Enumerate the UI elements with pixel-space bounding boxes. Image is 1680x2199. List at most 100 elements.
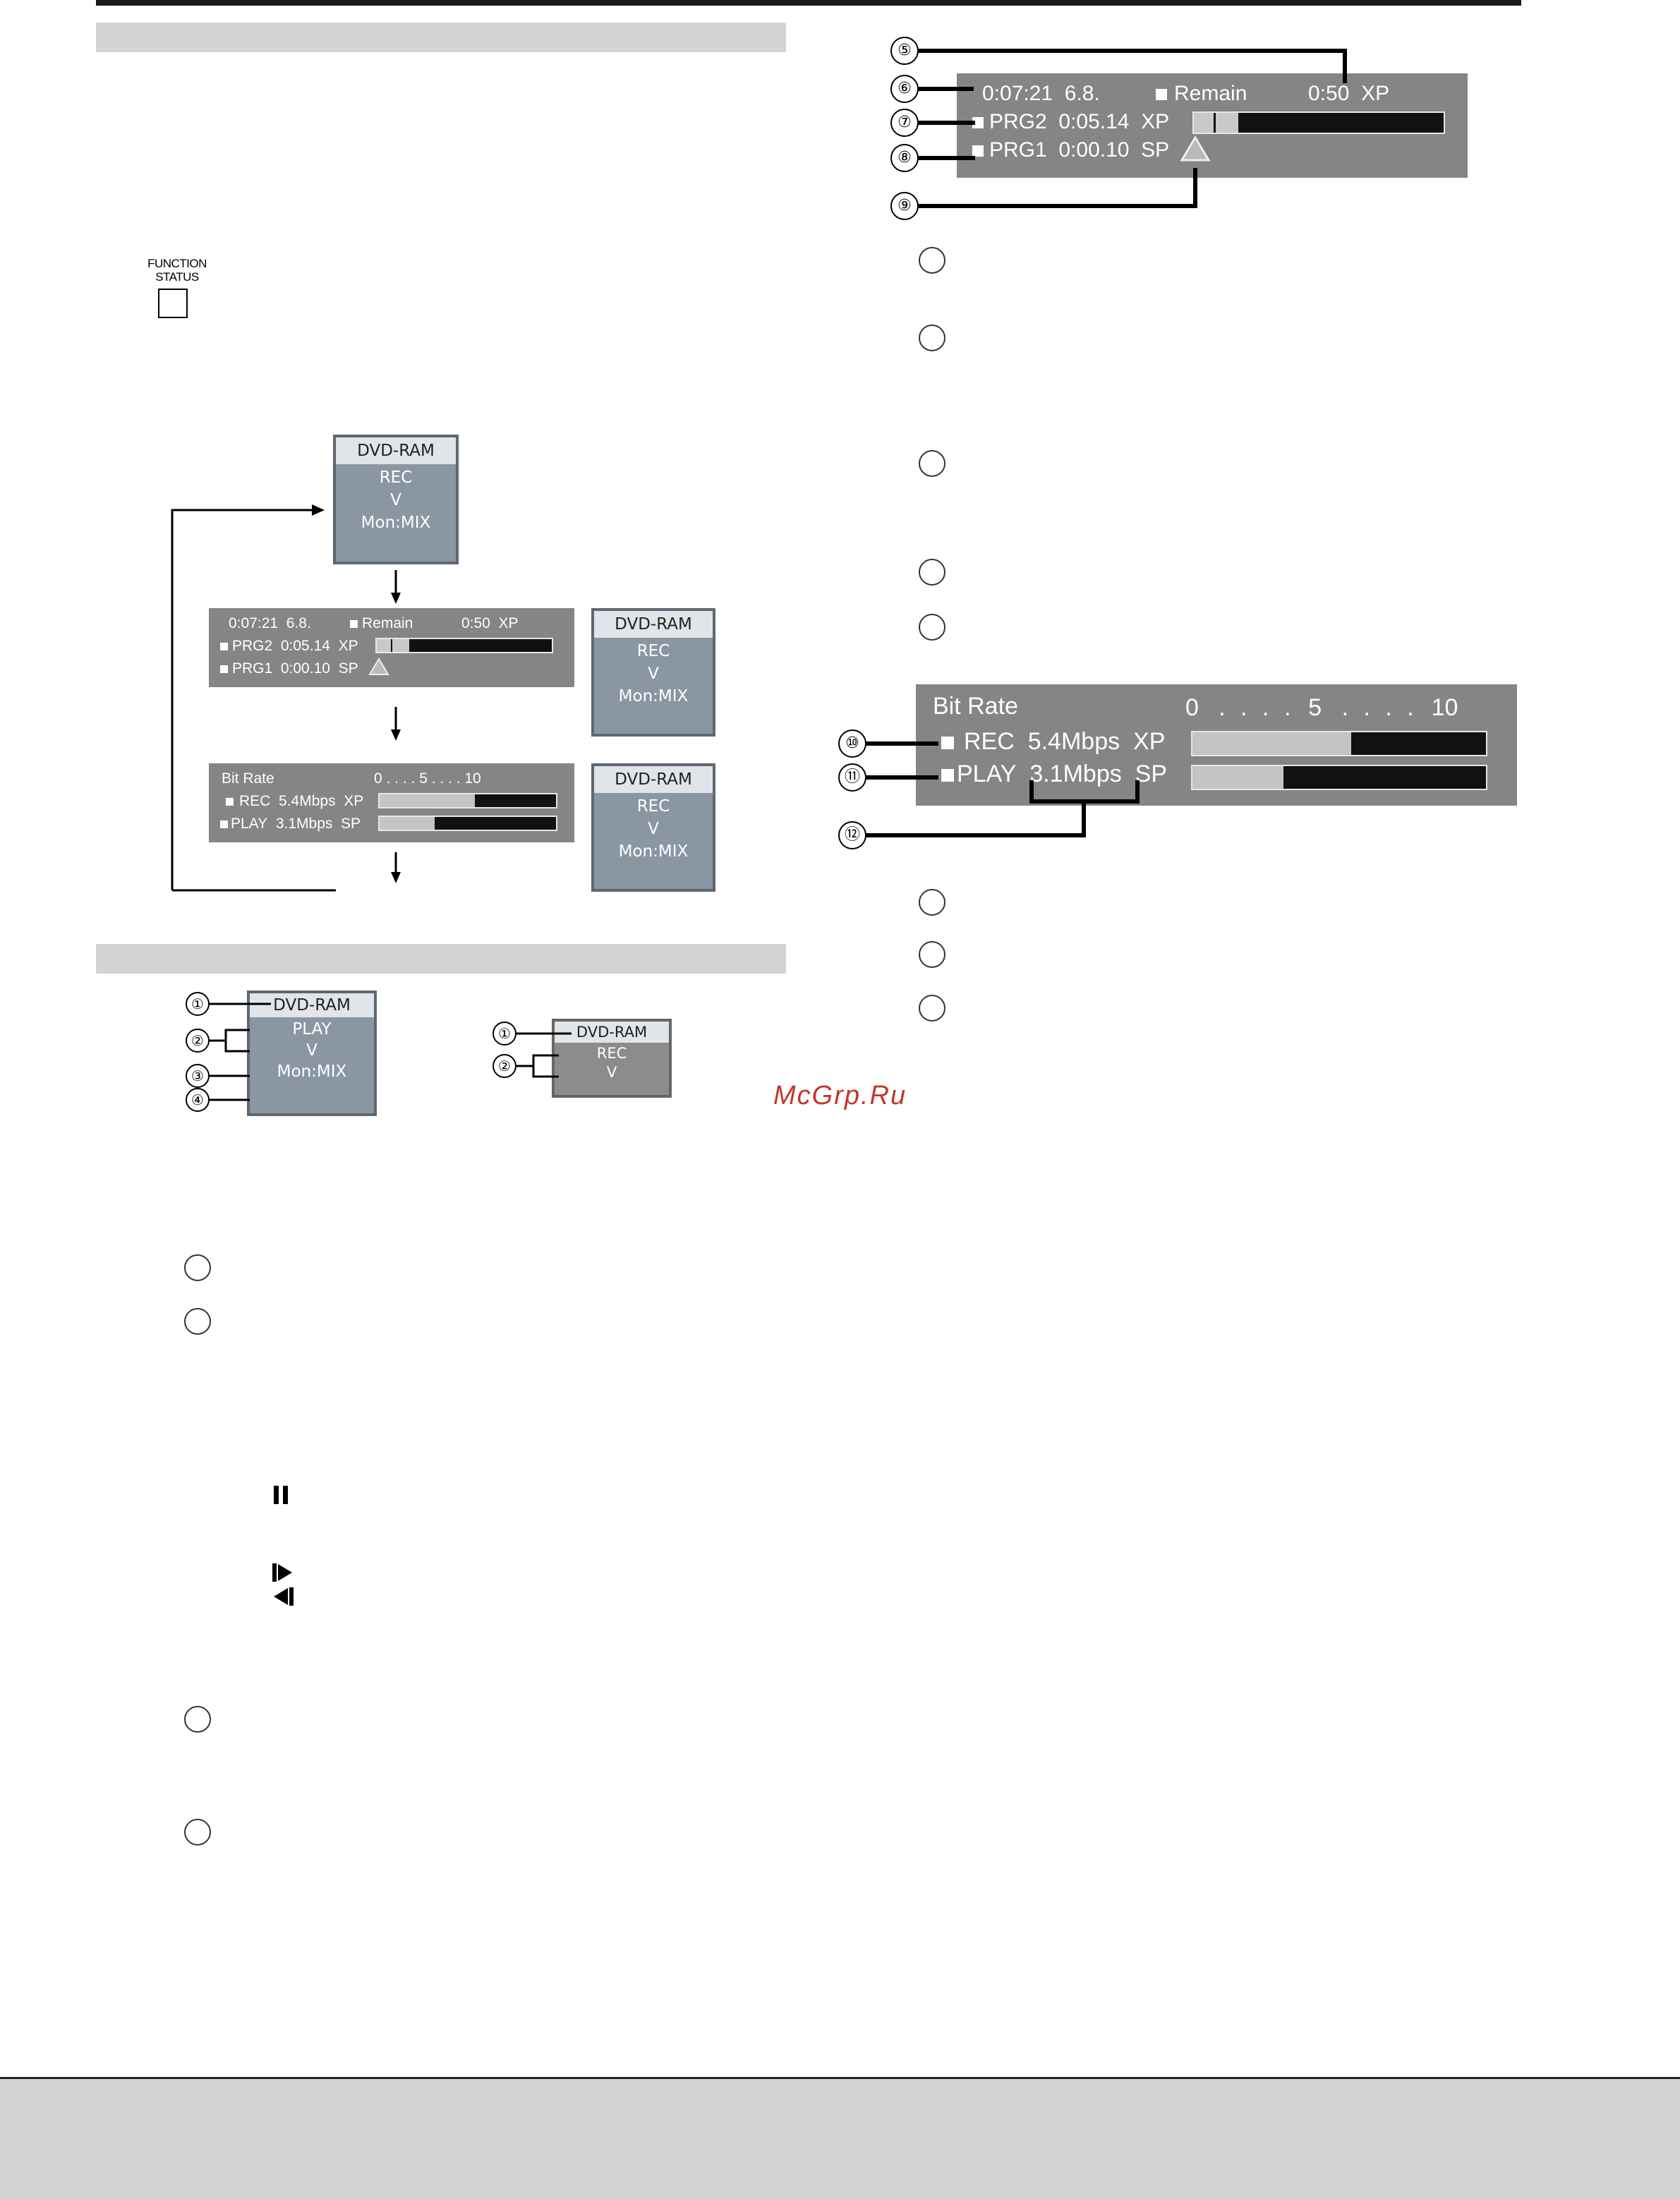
flow-remain: Remain bbox=[350, 615, 413, 632]
callout-6: ⑥ bbox=[890, 75, 919, 103]
display-rec-mode: REC bbox=[596, 1045, 627, 1062]
status-detail-position-marker-icon bbox=[1180, 135, 1211, 162]
status-detail-prg2-mode: XP bbox=[1141, 110, 1170, 133]
bullet-circle bbox=[919, 995, 945, 1022]
bullet-circle bbox=[184, 1254, 211, 1281]
callout-4: ④ bbox=[186, 1088, 210, 1112]
flow-play-rate: 3.1Mbps bbox=[275, 816, 333, 832]
callout-11: ⑪ bbox=[838, 763, 866, 792]
flow-rec-label: REC bbox=[239, 793, 271, 809]
callout-7: ⑦ bbox=[890, 109, 919, 137]
section-header-bar-1 bbox=[96, 23, 786, 52]
flow-play-mode: SP bbox=[341, 816, 361, 832]
bitrate-detail-scale: 0 . . . . 5 . . . . 10 bbox=[1185, 694, 1458, 722]
flow-play-row: PLAY 3.1Mbps SP bbox=[220, 816, 361, 832]
flow-remain-label: Remain bbox=[362, 615, 413, 631]
pause-icon bbox=[274, 1486, 288, 1504]
status-detail-prg1-time: 0:00.10 bbox=[1058, 138, 1130, 162]
bitrate-rec-label: REC bbox=[964, 728, 1015, 755]
bitrate-detail-rec: REC 5.4Mbps XP bbox=[941, 728, 1165, 756]
bitrate-rec-bar bbox=[1191, 731, 1487, 756]
flow-position-marker-icon bbox=[368, 658, 389, 675]
flow-status-osd: 0:07:21 6.8. Remain 0:50 XP PRG2 0:05.14… bbox=[209, 608, 574, 687]
status-osd-detail: 0:07:21 6.8. Remain 0:50 XP PRG2 0:05.14… bbox=[957, 73, 1468, 178]
bullet-circle bbox=[184, 1819, 211, 1846]
display-play-monitor: Mon:MIX bbox=[277, 1062, 347, 1081]
status-detail-prg1: PRG1 0:00.10 SP bbox=[972, 138, 1169, 162]
callout-5: ⑤ bbox=[890, 37, 919, 65]
flow-bitrate-scale: 0 . . . . 5 . . . . 10 bbox=[374, 770, 481, 787]
flow-prg1-row: PRG1 0:00.10 SP bbox=[220, 660, 358, 677]
function-label: FUNCTION bbox=[147, 257, 207, 270]
flow-arrows bbox=[171, 504, 401, 892]
status-detail-progress-bar bbox=[1192, 111, 1445, 134]
bitrate-play-mode: SP bbox=[1135, 761, 1167, 787]
flow-box-a: DVD-RAM REC V Mon:MIX bbox=[333, 435, 459, 564]
bullet-circle bbox=[919, 889, 945, 916]
bitrate-play-bar bbox=[1191, 765, 1487, 790]
display-box-rec: DVD-RAM REC V bbox=[552, 1019, 672, 1098]
flow-box-a-channel: V bbox=[390, 491, 401, 509]
status-detail-date: 6.8. bbox=[1064, 82, 1100, 105]
callout-3: ③ bbox=[186, 1064, 210, 1088]
flow-play-label: PLAY bbox=[231, 816, 268, 832]
bitrate-rec-marker bbox=[941, 737, 954, 749]
bullet-circle bbox=[919, 247, 945, 274]
flow-rec-rate: 5.4Mbps bbox=[279, 793, 336, 809]
flow-play-bar-fill bbox=[380, 817, 435, 830]
display-rec-leaders bbox=[516, 1032, 572, 1078]
flow-bitrate-osd: Bit Rate 0 . . . . 5 . . . . 10 REC 5.4M… bbox=[209, 763, 574, 842]
flow-remain-value: 0:50 XP bbox=[461, 615, 519, 632]
flow-box-b-drive: DVD-RAM bbox=[594, 611, 713, 638]
flow-box-b-channel: V bbox=[648, 665, 659, 683]
function-status-label: FUNCTION STATUS bbox=[145, 257, 209, 284]
bitrate-detail-title: Bit Rate bbox=[933, 693, 1018, 720]
page-footer bbox=[0, 2077, 1680, 2199]
status-detail-remain-time: 0:50 bbox=[1308, 82, 1350, 105]
function-status-button[interactable] bbox=[158, 289, 188, 318]
bitrate-osd-detail: Bit Rate 0 . . . . 5 . . . . 10 REC 5.4M… bbox=[916, 684, 1517, 806]
status-detail-remain-marker bbox=[1156, 89, 1167, 100]
flow-rec-bar-fill bbox=[380, 794, 475, 807]
status-detail-prg1-marker bbox=[972, 145, 984, 157]
flow-prg2-marker bbox=[220, 643, 228, 650]
flow-box-b-monitor: Mon:MIX bbox=[618, 687, 689, 705]
status-detail-prg2-label: PRG2 bbox=[989, 110, 1047, 133]
bitrate-scale-10: 10 bbox=[1431, 694, 1458, 721]
bitrate-rec-rate: 5.4Mbps bbox=[1027, 728, 1120, 755]
display-play-mode: PLAY bbox=[292, 1020, 332, 1038]
bullet-circle bbox=[919, 614, 945, 641]
display-rec-drive: DVD-RAM bbox=[555, 1022, 669, 1043]
flow-play-marker bbox=[220, 820, 228, 828]
status-detail-remain-value: 0:50 XP bbox=[1308, 82, 1389, 106]
callout-1-rec: ① bbox=[492, 1022, 516, 1046]
status-label: STATUS bbox=[155, 270, 199, 284]
bitrate-rec-mode: XP bbox=[1133, 728, 1166, 755]
display-play-channel: V bbox=[306, 1041, 318, 1060]
flow-box-a-drive: DVD-RAM bbox=[336, 437, 456, 464]
callout-2-rec: ② bbox=[492, 1054, 516, 1078]
flow-box-c: DVD-RAM REC V Mon:MIX bbox=[591, 763, 715, 892]
flow-time: 0:07:21 bbox=[229, 615, 279, 631]
status-detail-row1: 0:07:21 6.8. bbox=[982, 82, 1100, 106]
callout-12: ⑫ bbox=[838, 821, 866, 849]
section-header-bar-2 bbox=[96, 944, 786, 974]
status-detail-prg2: PRG2 0:05.14 XP bbox=[972, 110, 1169, 134]
flow-rec-bar bbox=[378, 793, 557, 808]
status-detail-prg2-marker bbox=[972, 117, 984, 128]
bullet-circle bbox=[919, 450, 945, 477]
flow-prg1-mode: SP bbox=[338, 660, 358, 677]
status-detail-leaders bbox=[917, 49, 1347, 208]
display-rec-channel: V bbox=[606, 1064, 617, 1081]
flow-box-c-channel: V bbox=[648, 820, 659, 838]
display-play-leaders bbox=[209, 1002, 271, 1101]
bullet-circle bbox=[184, 1706, 211, 1733]
flow-prg1: PRG1 bbox=[232, 660, 273, 677]
bitrate-play-rate: 3.1Mbps bbox=[1029, 761, 1122, 787]
status-detail-time: 0:07:21 bbox=[982, 82, 1053, 105]
flow-date: 6.8. bbox=[286, 615, 311, 631]
status-detail-prg1-label: PRG1 bbox=[989, 138, 1047, 162]
top-rule bbox=[96, 0, 1521, 6]
bitrate-scale-5: 5 bbox=[1308, 694, 1322, 721]
flow-prg1-marker bbox=[220, 665, 228, 673]
